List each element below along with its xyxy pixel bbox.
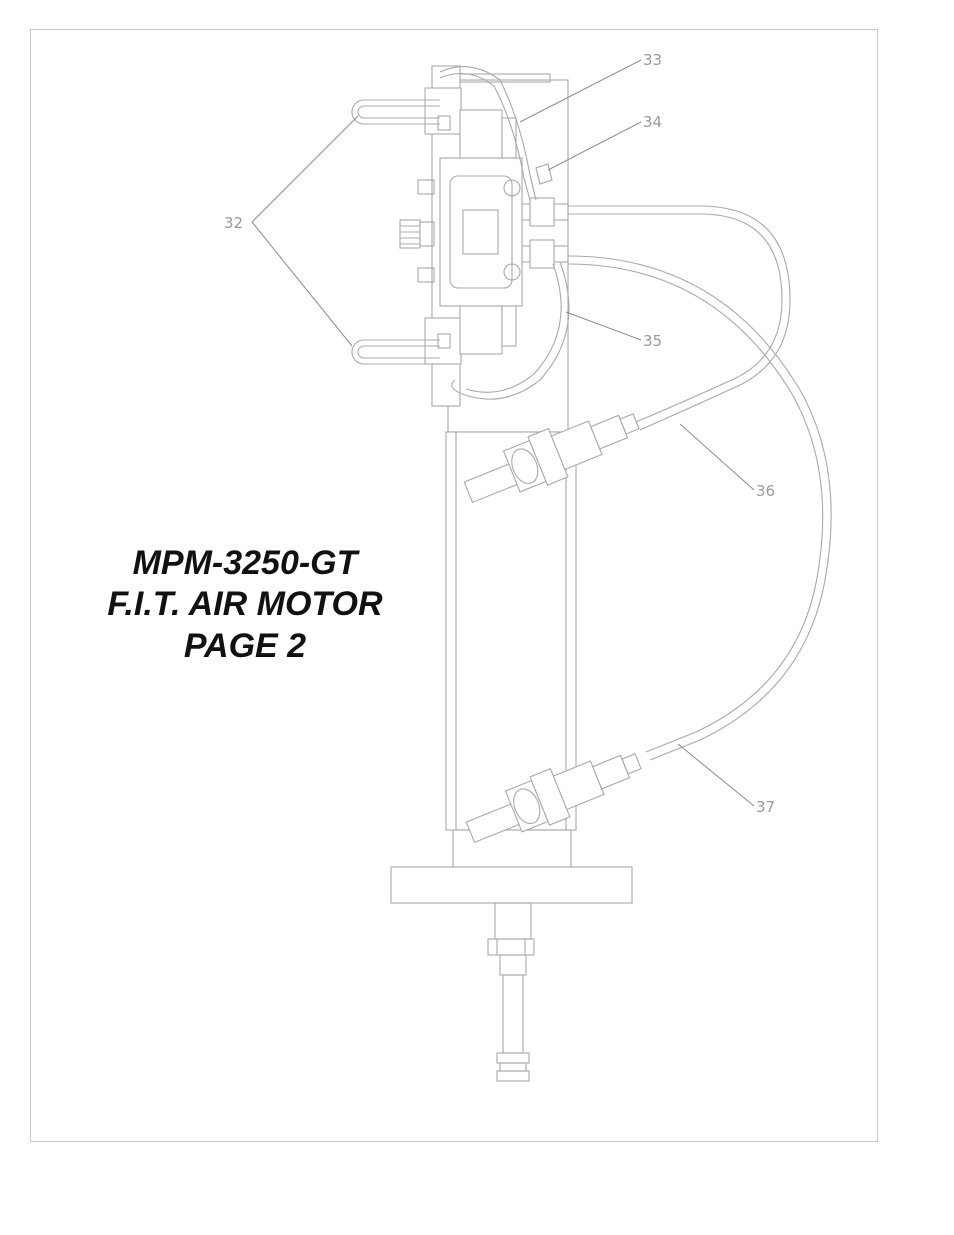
callout-32: 32 xyxy=(224,214,243,232)
title-page: PAGE 2 xyxy=(70,627,420,666)
callout-33: 33 xyxy=(643,51,662,69)
hose-37 xyxy=(568,256,831,760)
title-model: MPM-3250-GT xyxy=(70,544,420,583)
callout-35: 35 xyxy=(643,332,662,350)
callout-34: 34 xyxy=(643,113,662,131)
output-shaft xyxy=(488,903,534,1081)
title-product: F.I.T. AIR MOTOR xyxy=(70,585,420,624)
callout-36: 36 xyxy=(756,482,775,500)
motor-neck xyxy=(453,830,571,867)
motor-cylinder xyxy=(446,432,576,830)
mounting-flange xyxy=(391,867,632,903)
hose-36 xyxy=(568,206,790,430)
callout-37: 37 xyxy=(756,798,775,816)
exhaust-muffler xyxy=(400,220,434,248)
